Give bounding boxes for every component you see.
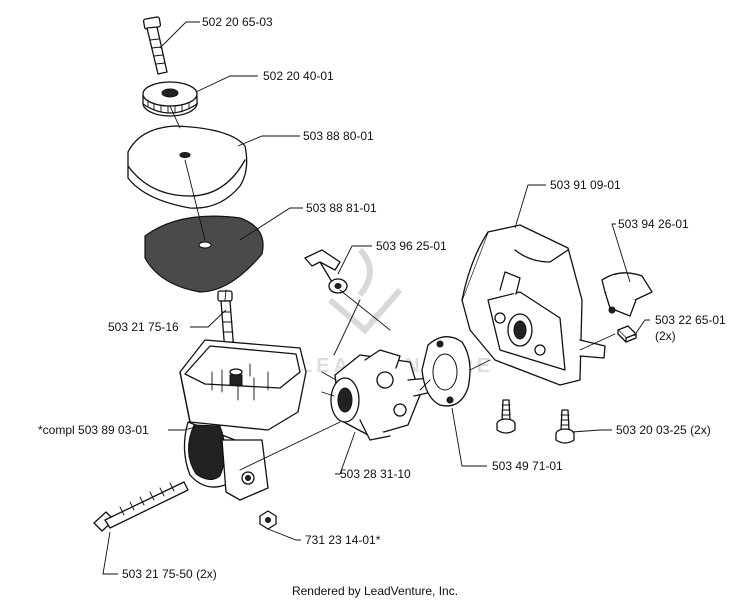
part-label-503-22-65-01-qty: (2x) (655, 329, 676, 343)
part-label-503-21-75-50: 503 21 75-50 (2x) (122, 567, 217, 581)
clip (601, 272, 653, 317)
holder-screw-2 (555, 409, 575, 444)
part-label-503-21-75-16: 503 21 75-16 (108, 320, 179, 334)
part-label-502-20-65-03: 502 20 65-03 (202, 15, 273, 29)
small-nut (259, 510, 277, 530)
holder-screw-1 (496, 399, 516, 434)
long-bolt (93, 481, 189, 532)
part-labels: 502 20 65-03 502 20 40-01 503 88 80-01 5… (38, 15, 726, 581)
choke-lever (304, 249, 348, 294)
part-label-compl-503-89-03-01: *compl 503 89 03-01 (38, 423, 149, 437)
footer-credit: Rendered by LeadVenture, Inc. (292, 584, 458, 598)
part-label-731-23-14-01: 731 23 14-01* (305, 533, 381, 547)
part-label-502-20-40-01: 502 20 40-01 (263, 69, 334, 83)
foam-filter (144, 215, 264, 293)
part-label-503-91-09-01: 503 91 09-01 (550, 178, 621, 192)
part-label-503-88-80-01: 503 88 80-01 (303, 129, 374, 143)
filter-housing (179, 339, 307, 501)
part-label-503-96-25-01: 503 96 25-01 (376, 239, 447, 253)
filter-cover (127, 125, 248, 209)
assembly-lines (169, 105, 616, 471)
carb-holder (461, 224, 606, 386)
leader-lines (102, 21, 650, 575)
square-nut (617, 325, 637, 343)
carburetor (321, 349, 433, 441)
top-bolt (142, 16, 168, 75)
part-label-503-94-26-01: 503 94 26-01 (618, 217, 689, 231)
part-label-503-49-71-01: 503 49 71-01 (492, 459, 563, 473)
part-label-503-28-31-10: 503 28 31-10 (340, 467, 411, 481)
part-label-503-22-65-01: 503 22 65-01 (655, 313, 726, 327)
knob-nut (142, 81, 198, 117)
gasket (421, 336, 471, 407)
part-label-503-20-03-25: 503 20 03-25 (2x) (616, 423, 711, 437)
part-label-503-88-81-01: 503 88 81-01 (306, 201, 377, 215)
